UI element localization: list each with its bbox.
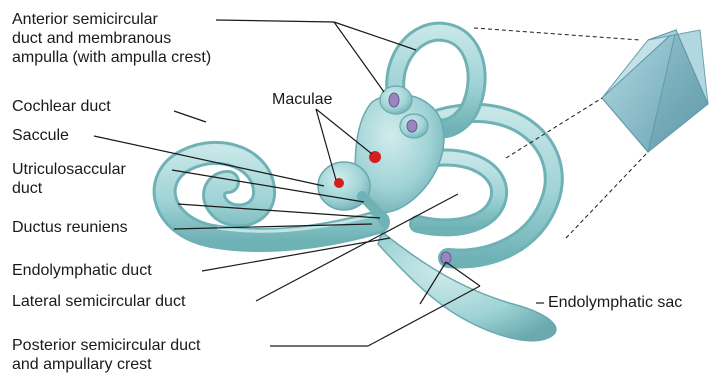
saccule-label: Saccule — [12, 126, 69, 145]
endolymphatic-duct-label: Endolymphatic duct — [12, 261, 152, 280]
anterior-ampulla-crest — [389, 93, 399, 107]
cochlear-duct-label: Cochlear duct — [12, 97, 111, 116]
ductus-reuniens-label: Ductus reuniens — [12, 218, 128, 237]
endolymphatic-sac-label: Endolymphatic sac — [548, 293, 682, 312]
posterior-duct-label: Posterior semicircular duct and ampullar… — [12, 336, 201, 374]
utriculosaccular-duct-label: Utriculosaccular duct — [12, 160, 126, 198]
magnified-crest-prism — [602, 30, 708, 152]
lateral-duct-label: Lateral semicircular duct — [12, 292, 185, 311]
anterior-duct-label: Anterior semicircular duct and membranou… — [12, 10, 211, 67]
lateral-ampulla-crest — [407, 120, 417, 132]
maculae-label: Maculae — [272, 90, 332, 109]
endolymphatic-duct-sac-shape — [378, 232, 556, 341]
